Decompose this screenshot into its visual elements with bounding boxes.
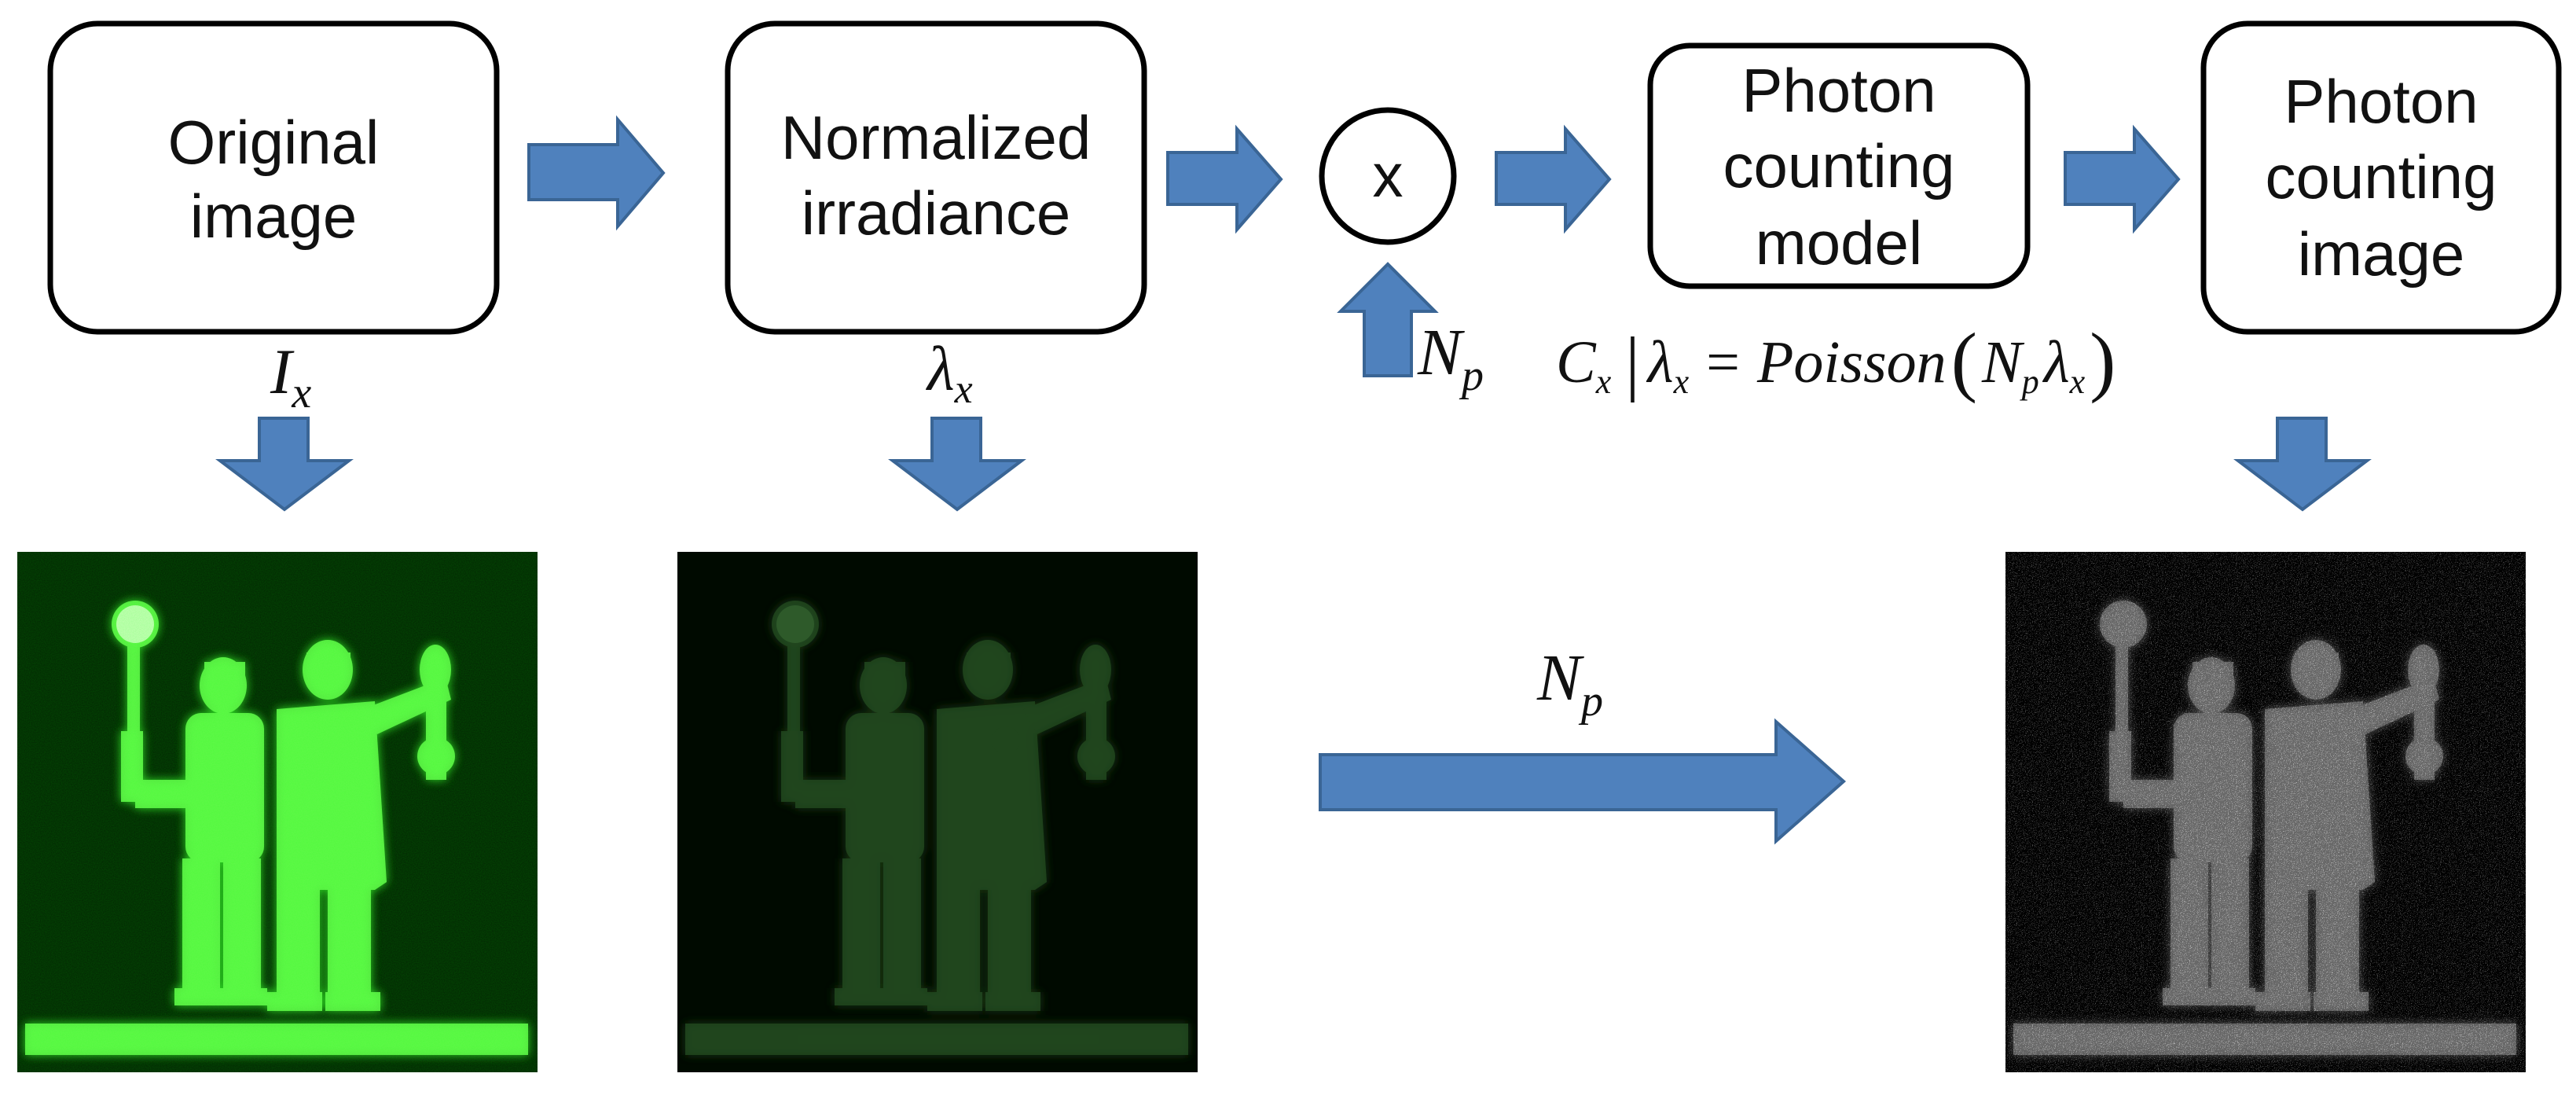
box-original-line-1: Original <box>168 108 380 177</box>
arrow-down-original <box>215 417 354 512</box>
multiply-symbol: x <box>1373 141 1404 210</box>
arrow-down-output <box>2233 417 2372 512</box>
box-original-image: Original image <box>47 20 500 335</box>
arrow-right-4 <box>2064 124 2181 234</box>
box-model-line-3: model <box>1756 208 1922 278</box>
arrow-right-3 <box>1495 124 1612 234</box>
arrow-down-normalized <box>888 417 1026 512</box>
arrow-right-big <box>1319 718 1847 845</box>
arrow-right-1 <box>527 115 666 231</box>
box-photon-counting-model: Photon counting model <box>1647 42 2031 289</box>
box-original-line-2: image <box>190 182 357 251</box>
original-image <box>17 552 538 1072</box>
box-output-line-1: Photon <box>2284 67 2478 136</box>
box-normalized-irradiance: Normalized irradiance <box>725 20 1147 335</box>
label-np-lower: Np <box>1536 641 1603 726</box>
box-output-line-2: counting <box>2266 142 2497 211</box>
box-photon-counting-image: Photon counting image <box>2200 20 2562 335</box>
label-np-upper: Np <box>1417 316 1484 400</box>
box-normalized-line-2: irradiance <box>802 178 1071 248</box>
normalized-image <box>677 552 1198 1072</box>
multiply-node: x <box>1319 107 1457 245</box>
box-output-line-3: image <box>2298 219 2464 289</box>
arrow-right-2 <box>1166 124 1283 234</box>
box-model-line-2: counting <box>1723 131 1955 200</box>
label-ix: Ix <box>270 336 311 417</box>
poisson-equation: Cx|λx=Poisson(Npλx) <box>1556 317 2115 404</box>
photon-counting-image <box>2005 552 2526 1072</box>
label-lambda-x: λx <box>926 335 973 412</box>
arrow-up-np <box>1337 262 1439 377</box>
box-model-line-1: Photon <box>1741 56 1936 125</box>
box-normalized-line-1: Normalized <box>781 103 1091 172</box>
